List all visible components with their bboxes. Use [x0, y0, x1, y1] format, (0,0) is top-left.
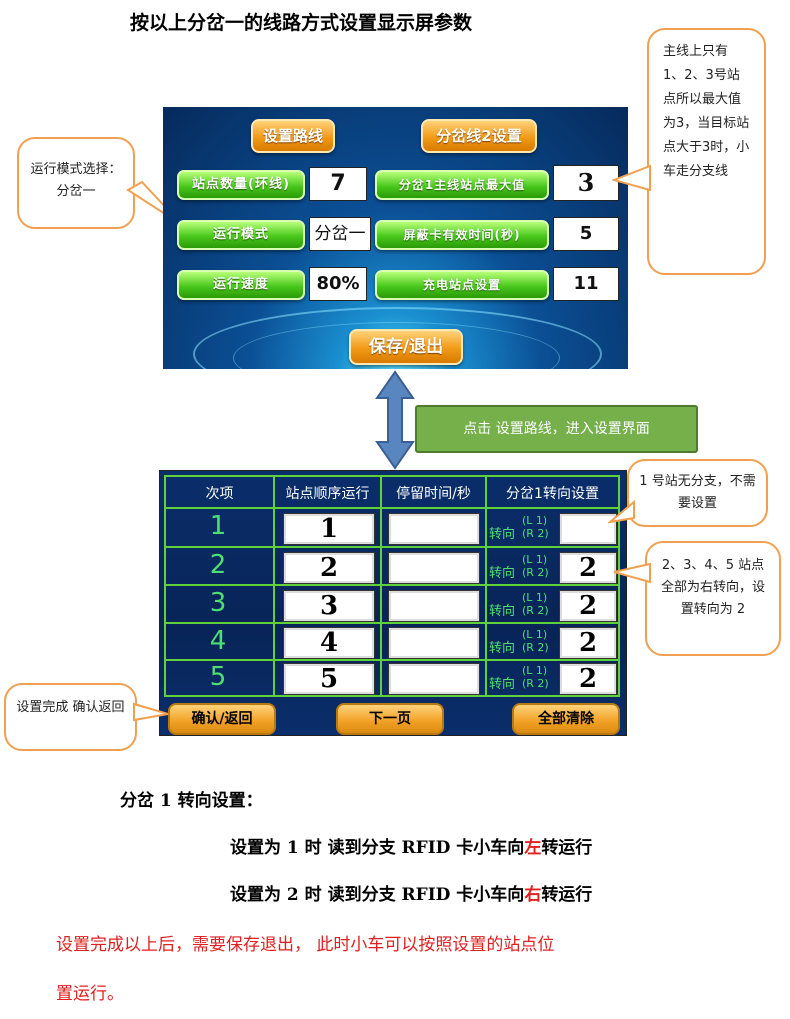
grid-line — [164, 695, 620, 697]
branch2-settings-button[interactable]: 分岔线2设置 — [421, 119, 537, 153]
turn-setting-input[interactable]: 2 — [559, 627, 617, 659]
stay-time-input[interactable] — [388, 513, 480, 545]
turn-label: 转向 (L 1) (R 2) — [489, 514, 549, 543]
section-title: 分岔 1 转向设置： — [120, 791, 263, 811]
grid-line — [164, 546, 620, 548]
callout-right-turn-pointer — [613, 562, 651, 584]
callout-station1-no-branch: 1 号站无分支，不需要设置 — [627, 459, 768, 527]
branch1-mainline-max-value[interactable]: 3 — [553, 165, 619, 201]
callout-run-mode: 运行模式选择：分岔一 — [17, 137, 135, 229]
grid-line — [485, 475, 487, 697]
header-station-order: 站点顺序运行 — [285, 486, 370, 502]
block-card-time-label: 屏蔽卡有效时间(秒) — [375, 220, 549, 250]
double-arrow-icon — [375, 370, 415, 470]
block-card-time-value[interactable]: 5 — [553, 217, 619, 251]
callout-mainline-max: 主线上只有 1、2、3号站点所以最大值为3，当目标站点大于3时，小车走分支线 — [647, 28, 766, 275]
station-count-value[interactable]: 7 — [309, 167, 367, 201]
grid-line — [164, 659, 620, 661]
save-exit-button[interactable]: 保存/退出 — [349, 329, 463, 365]
grid-line — [380, 475, 382, 697]
header-stay-time: 停留时间/秒 — [396, 486, 471, 502]
callout-station1-pointer — [608, 500, 635, 524]
turn-label: 转向 (L 1) (R 2) — [489, 628, 549, 657]
run-speed-label: 运行速度 — [177, 270, 305, 300]
row-number: 2 — [209, 550, 227, 580]
setting-line-2: 设置为 2 时 读到分支 RFID 卡小车向右转运行 — [230, 885, 593, 905]
setting-line-1: 设置为 1 时 读到分支 RFID 卡小车向左转运行 — [230, 838, 593, 858]
row-number: 3 — [209, 588, 227, 618]
grid-line — [164, 507, 620, 509]
callout-confirm-pointer — [133, 702, 169, 722]
run-mode-value[interactable]: 分岔一 — [309, 217, 371, 251]
grid-line — [164, 622, 620, 624]
header-branch1-turn: 分岔1转向设置 — [506, 486, 599, 502]
turn-setting-input[interactable] — [559, 513, 617, 545]
turn-setting-input[interactable]: 2 — [559, 663, 617, 695]
route-settings-screen: 设置路线 分岔线2设置 站点数量(环线) 7 运行模式 分岔一 运行速度 80%… — [163, 107, 628, 369]
station-order-input[interactable]: 1 — [283, 513, 375, 545]
station-count-label: 站点数量(环线) — [177, 170, 305, 200]
run-speed-value[interactable]: 80% — [309, 267, 367, 301]
header-index: 次项 — [205, 486, 234, 502]
instruction-paragraph-line-1: 设置完成以上后，需要保存退出， 此时小车可以按照设置的站点位 — [56, 935, 555, 955]
stay-time-input[interactable] — [388, 663, 480, 695]
row-number: 5 — [209, 662, 227, 692]
station-order-input[interactable]: 5 — [283, 663, 375, 695]
grid-line — [273, 475, 275, 697]
callout-mainline-pointer — [612, 164, 651, 192]
grid-line — [164, 475, 620, 477]
grid-line — [618, 475, 620, 697]
next-page-button[interactable]: 下一页 — [336, 703, 444, 735]
document-title: 按以上分岔一的线路方式设置显示屏参数 — [130, 12, 473, 34]
turn-label: 转向 (L 1) (R 2) — [489, 591, 549, 620]
stay-time-input[interactable] — [388, 552, 480, 584]
station-order-input[interactable]: 3 — [283, 590, 375, 622]
turn-label: 转向 (L 1) (R 2) — [489, 553, 549, 582]
stay-time-input[interactable] — [388, 590, 480, 622]
note-click-set-route: 点击 设置路线，进入设置界面 — [415, 405, 698, 453]
charging-station-value[interactable]: 11 — [553, 267, 619, 301]
branch1-mainline-max-label: 分岔1主线站点最大值 — [375, 170, 549, 200]
callout-confirm-return: 设置完成 确认返回 — [4, 683, 137, 751]
clear-all-button[interactable]: 全部清除 — [512, 703, 620, 735]
station-order-input[interactable]: 4 — [283, 627, 375, 659]
turn-setting-input[interactable]: 2 — [559, 552, 617, 584]
instruction-paragraph-line-2: 置运行。 — [56, 984, 124, 1004]
stay-time-input[interactable] — [388, 627, 480, 659]
charging-station-label: 充电站点设置 — [375, 270, 549, 300]
route-table-screen: 次项 站点顺序运行 停留时间/秒 分岔1转向设置 1 1 转向 (L 1) (R… — [159, 470, 627, 736]
station-order-input[interactable]: 2 — [283, 552, 375, 584]
run-mode-label: 运行模式 — [177, 220, 305, 250]
row-number: 4 — [209, 626, 227, 656]
row-number: 1 — [209, 511, 227, 541]
turn-setting-input[interactable]: 2 — [559, 590, 617, 622]
callout-right-turn: 2、3、4、5 站点全部为右转向，设置转向为 2 — [645, 541, 781, 656]
grid-line — [164, 475, 166, 697]
confirm-return-button[interactable]: 确认/返回 — [168, 703, 276, 735]
grid-line — [164, 584, 620, 586]
turn-label: 转向 (L 1) (R 2) — [489, 664, 549, 693]
set-route-button[interactable]: 设置路线 — [251, 119, 335, 153]
